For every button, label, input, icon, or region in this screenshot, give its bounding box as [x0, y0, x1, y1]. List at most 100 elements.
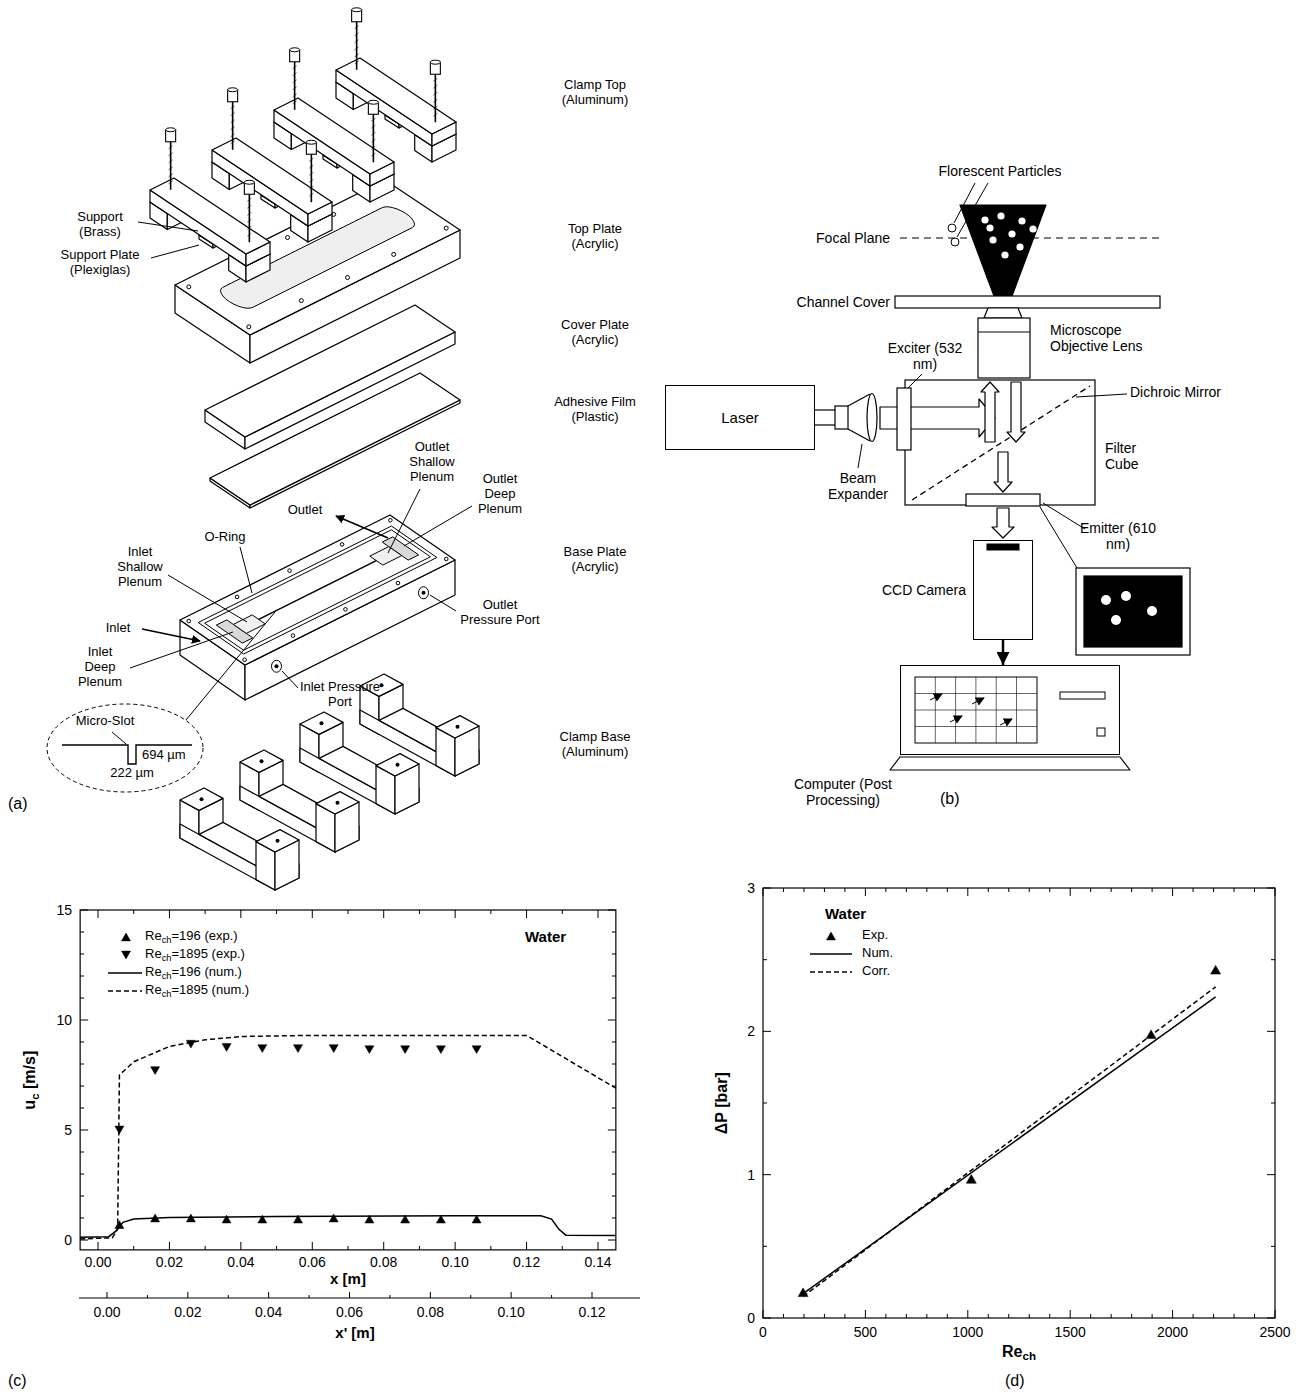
tick-mark [1254, 1314, 1255, 1318]
panel-letter: (d) [1005, 1372, 1025, 1390]
data-marker [294, 1215, 303, 1223]
tick-mark [824, 888, 825, 892]
particle [1008, 230, 1015, 237]
bolt-hole [380, 683, 384, 687]
tick-mark [612, 954, 616, 955]
data-line [803, 987, 1215, 1297]
tick-mark [608, 1130, 616, 1131]
tick-mark [98, 910, 99, 918]
tick-mark [612, 1152, 616, 1153]
screen [915, 677, 1037, 743]
tick-label: 10 [32, 1012, 72, 1028]
part-label: Support (Brass) [64, 210, 136, 240]
part-label: Filter Cube [1105, 440, 1165, 472]
subscript: ch [162, 989, 172, 999]
part-label: Microscope Objective Lens [1050, 322, 1170, 354]
tick-mark [947, 1314, 948, 1318]
chart-annotation: Water [525, 928, 566, 945]
axis-title: uc [m/s] [21, 1051, 39, 1110]
particle-image [1147, 606, 1157, 616]
tick-mark [608, 1240, 616, 1241]
tick-mark [147, 1295, 148, 1298]
tick-mark [865, 1310, 866, 1318]
bolt-thread [247, 212, 251, 215]
tick-mark [592, 1292, 593, 1298]
part-label: Dichroic Mirror [1130, 384, 1270, 400]
tick-label: 0.02 [147, 1254, 191, 1270]
bolt-hole [389, 518, 393, 522]
tick-mark [612, 976, 616, 977]
bolt-thread [355, 47, 359, 50]
subscript: ch [162, 935, 172, 945]
text-run: =196 (num.) [172, 964, 242, 979]
particle [997, 212, 1004, 219]
bolt-head [306, 140, 316, 144]
bolt-thread [355, 40, 359, 43]
bolt-thread [433, 106, 437, 109]
part-label: Channel Cover [750, 294, 890, 310]
tick-label: 5 [32, 1122, 72, 1138]
leader-line [388, 489, 420, 553]
tick-mark [906, 888, 907, 892]
tick-mark [1213, 888, 1214, 892]
particle [1029, 225, 1036, 232]
bolt-thread [371, 146, 375, 149]
plot-frame [763, 888, 1275, 1318]
particle-image [1111, 615, 1121, 625]
part-label: Inlet Shallow Plenum [111, 545, 169, 590]
legend-sample [122, 951, 131, 959]
emitter-filter [966, 494, 1040, 506]
leader-line [1043, 503, 1085, 529]
tick-mark [1193, 888, 1194, 892]
bolt-thread [371, 125, 375, 128]
tick-mark [187, 1292, 188, 1298]
beam-arrow [981, 382, 999, 442]
data-marker [151, 1214, 160, 1222]
tick-label: 0.04 [219, 1254, 263, 1270]
tick-mark [169, 910, 170, 918]
part-label: Adhesive Film (Plastic) [545, 395, 645, 425]
leader-line [282, 671, 298, 688]
tick-mark [276, 910, 277, 914]
tick-mark [608, 1020, 616, 1021]
clamp-top [150, 178, 270, 254]
leader-line [1040, 507, 1077, 568]
tick-mark [763, 1103, 767, 1104]
tick-mark [490, 1246, 491, 1250]
filter-cube [905, 380, 1095, 505]
tick-mark [80, 1174, 84, 1175]
tick-mark [526, 910, 527, 918]
objective-lens [978, 318, 1030, 378]
particle [1001, 251, 1008, 258]
subscript: ch [162, 953, 172, 963]
laser-beam [815, 424, 835, 425]
legend-sample [810, 971, 852, 973]
screen-grid [915, 726, 1037, 727]
data-marker [222, 1044, 231, 1052]
part-label: Outlet Deep Plenum [472, 472, 528, 517]
beam-expander [848, 394, 870, 406]
objective-lens [984, 308, 1022, 318]
axis-title: Rech [979, 1343, 1059, 1361]
tick-mark [349, 1292, 350, 1298]
tick-mark [612, 1108, 616, 1109]
tick-mark [612, 1042, 616, 1043]
leader-line [430, 595, 456, 611]
flow-label: Inlet [96, 621, 140, 636]
tick-mark [844, 888, 845, 892]
bolt-thread [433, 92, 437, 95]
tick-label: 0.10 [433, 1254, 477, 1270]
tick-mark [80, 1042, 84, 1043]
bolt-hole [299, 299, 303, 303]
tick-label: 0.02 [166, 1304, 210, 1320]
leader-line [186, 612, 275, 720]
panel-letter: (b) [940, 790, 960, 808]
tick-mark [926, 888, 927, 892]
tick-mark [80, 1152, 84, 1153]
chart-annotation: Water [825, 905, 866, 922]
camera-image-inset [1084, 576, 1182, 647]
data-marker [186, 1040, 195, 1048]
data-marker [1211, 965, 1221, 974]
bolt-thread [371, 132, 375, 135]
